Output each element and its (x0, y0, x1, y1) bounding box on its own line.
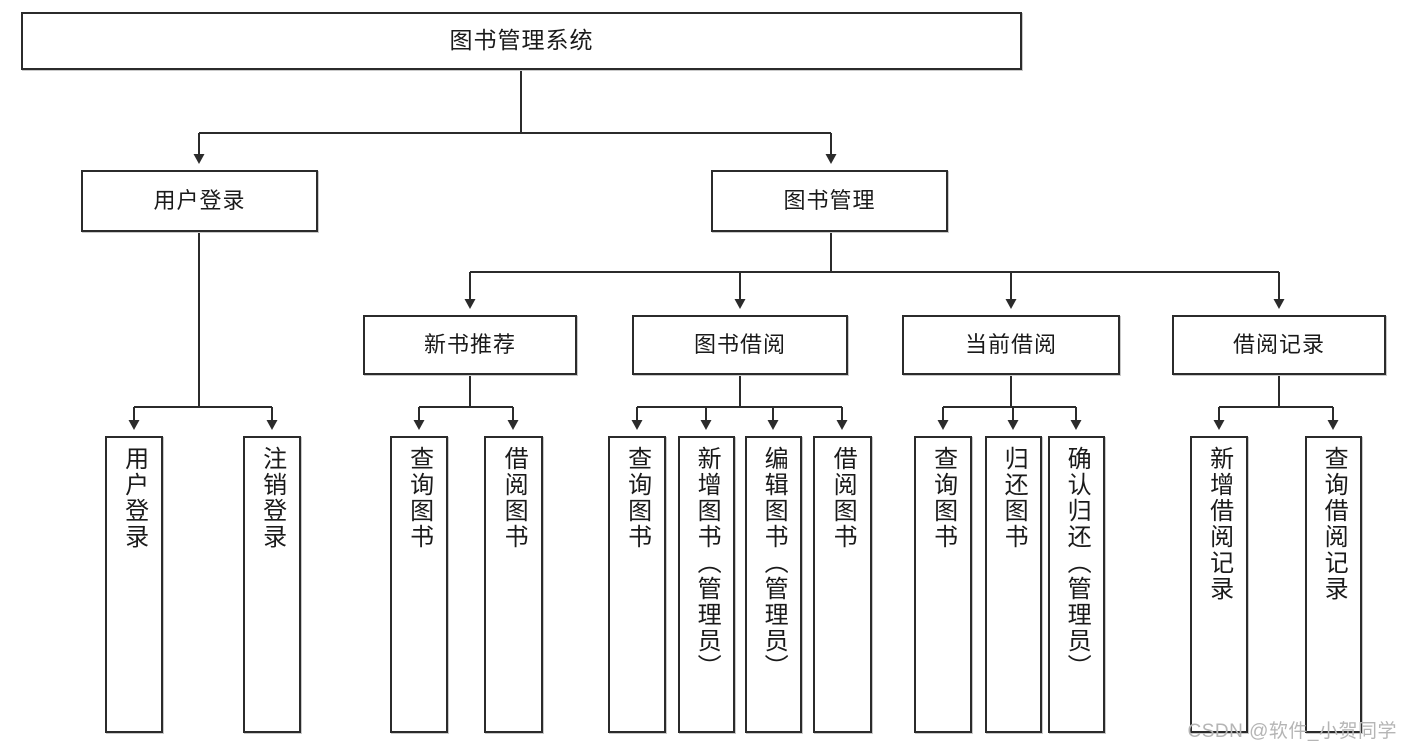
node-leaf-confirm-return-admin[interactable]: 确认归还（管理员） (1048, 436, 1105, 733)
node-leaf-add-borrow-record-label: 新增借阅记录 (1205, 446, 1233, 602)
node-leaf-return-book[interactable]: 归还图书 (985, 436, 1042, 733)
node-book-manage-label: 图书管理 (783, 187, 876, 213)
node-leaf-query-book-3-label: 查询图书 (929, 446, 957, 550)
node-leaf-add-book-admin-label: 新增图书（管理员） (693, 446, 721, 680)
node-new-book-recommend-label: 新书推荐 (423, 331, 516, 357)
node-leaf-borrow-book-2-label: 借阅图书 (829, 446, 857, 550)
node-leaf-edit-book-admin[interactable]: 编辑图书（管理员） (745, 436, 802, 733)
node-leaf-logout-login-label: 注销登录 (258, 446, 286, 550)
node-current-borrow-label: 当前借阅 (964, 331, 1057, 357)
node-leaf-user-login-label: 用户登录 (120, 446, 148, 550)
node-leaf-borrow-book-1-label: 借阅图书 (500, 446, 528, 550)
node-leaf-borrow-book-1[interactable]: 借阅图书 (484, 436, 543, 733)
node-leaf-add-borrow-record[interactable]: 新增借阅记录 (1190, 436, 1248, 733)
watermark: CSDN @软件_小贺同学 (1187, 721, 1397, 742)
node-leaf-query-book-1-label: 查询图书 (405, 446, 433, 550)
node-book-borrow-label: 图书借阅 (693, 331, 786, 357)
node-leaf-add-book-admin[interactable]: 新增图书（管理员） (678, 436, 735, 733)
node-borrow-record[interactable]: 借阅记录 (1172, 315, 1386, 375)
node-leaf-query-borrow-record-label: 查询借阅记录 (1320, 446, 1348, 602)
node-new-book-recommend[interactable]: 新书推荐 (363, 315, 577, 375)
node-leaf-confirm-return-admin-label: 确认归还（管理员） (1063, 446, 1091, 680)
node-leaf-logout-login[interactable]: 注销登录 (243, 436, 301, 733)
node-leaf-query-book-2-label: 查询图书 (623, 446, 651, 550)
node-leaf-query-borrow-record[interactable]: 查询借阅记录 (1305, 436, 1362, 733)
node-user-login[interactable]: 用户登录 (81, 170, 318, 232)
node-leaf-edit-book-admin-label: 编辑图书（管理员） (760, 446, 788, 680)
node-current-borrow[interactable]: 当前借阅 (902, 315, 1120, 375)
node-leaf-return-book-label: 归还图书 (1000, 446, 1028, 550)
node-borrow-record-label: 借阅记录 (1232, 331, 1325, 357)
node-leaf-query-book-1[interactable]: 查询图书 (390, 436, 448, 733)
node-leaf-query-book-2[interactable]: 查询图书 (608, 436, 666, 733)
node-user-login-label: 用户登录 (153, 187, 246, 213)
node-root[interactable]: 图书管理系统 (21, 12, 1022, 70)
node-root-label: 图书管理系统 (449, 27, 594, 54)
node-leaf-user-login[interactable]: 用户登录 (105, 436, 163, 733)
node-book-borrow[interactable]: 图书借阅 (632, 315, 848, 375)
node-leaf-query-book-3[interactable]: 查询图书 (914, 436, 972, 733)
node-book-manage[interactable]: 图书管理 (711, 170, 948, 232)
node-leaf-borrow-book-2[interactable]: 借阅图书 (813, 436, 872, 733)
